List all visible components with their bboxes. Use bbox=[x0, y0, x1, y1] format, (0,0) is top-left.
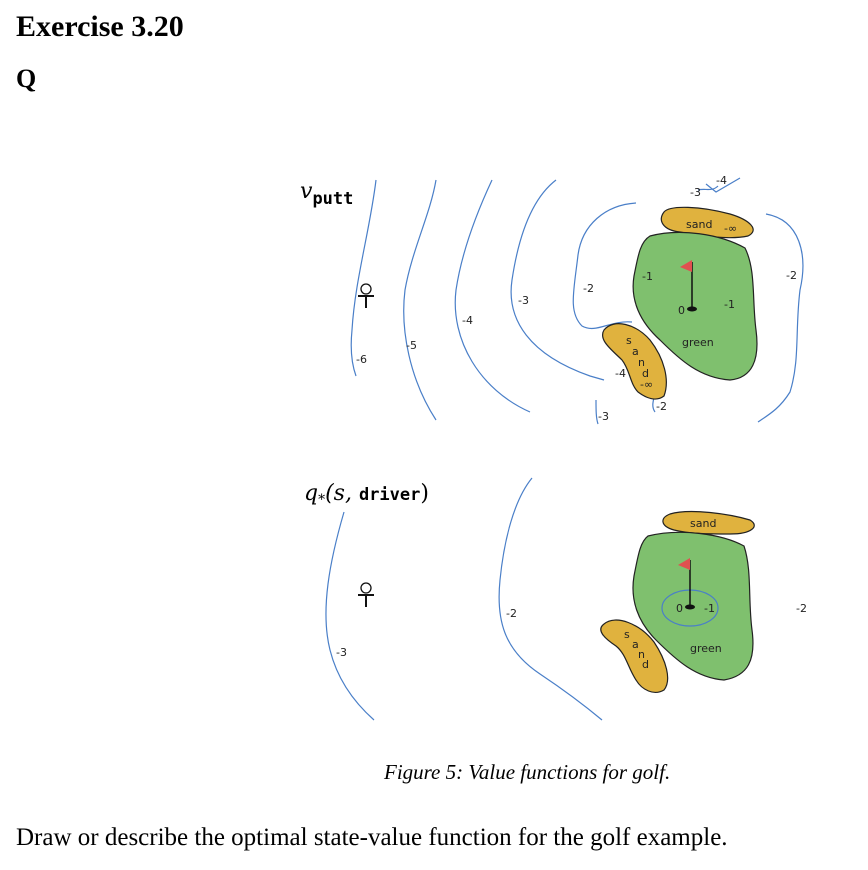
sand-trap-side bbox=[600, 619, 669, 693]
contour-line bbox=[403, 179, 437, 421]
golf-tee-icon bbox=[358, 283, 374, 308]
contour-value-label: -3 bbox=[518, 294, 529, 307]
sand-letter: n bbox=[638, 356, 645, 369]
contour-value-label: -1 bbox=[724, 298, 735, 311]
contour-value-label: -1 bbox=[704, 602, 715, 615]
contour-value-label: -4 bbox=[615, 367, 626, 380]
contour-line bbox=[350, 179, 377, 377]
contour-value-label: -1 bbox=[642, 270, 653, 283]
sand-letter: a bbox=[632, 638, 639, 651]
flag-icon bbox=[678, 558, 690, 570]
sand-letter: d bbox=[642, 658, 649, 671]
hole-icon bbox=[685, 604, 695, 610]
contour-line bbox=[705, 177, 741, 193]
contour-line bbox=[498, 477, 603, 721]
hole-icon bbox=[687, 306, 697, 312]
sand-label: sand bbox=[686, 218, 712, 231]
contour-value-label: -2 bbox=[506, 607, 517, 620]
contour-value-label: -2 bbox=[796, 602, 807, 615]
contour-line bbox=[510, 179, 605, 381]
figure-caption: Figure 5: Value functions for golf. bbox=[384, 760, 671, 784]
sand-letter: s bbox=[626, 334, 632, 347]
contour-line bbox=[325, 511, 375, 721]
golf-value-figure: vputt sand -∞ s a n d -∞ green 0 bbox=[300, 174, 807, 721]
contour-line bbox=[697, 185, 719, 191]
sand-trap-side bbox=[602, 323, 667, 400]
contour-value-label: -6 bbox=[356, 353, 367, 366]
sand-value-label: -∞ bbox=[724, 222, 737, 235]
putting-green bbox=[632, 231, 758, 381]
sand-letter: n bbox=[638, 648, 645, 661]
sand-letter: a bbox=[632, 345, 639, 358]
contour-value-label: -4 bbox=[462, 314, 473, 327]
question-label: Q bbox=[16, 64, 37, 93]
sand-label: sand bbox=[690, 517, 716, 530]
q-driver-title: q*(s, driver) bbox=[304, 481, 429, 508]
contour-value-label: -3 bbox=[598, 410, 609, 423]
q-driver-panel: q*(s, driver) sand s a n d green 0 -3 -2 bbox=[304, 477, 807, 721]
sand-trap-top bbox=[662, 510, 755, 535]
hole-value-label: 0 bbox=[678, 304, 685, 317]
contour-value-label: -2 bbox=[786, 269, 797, 282]
green-label: green bbox=[690, 642, 722, 655]
question-text: Draw or describe the optimal state-value… bbox=[16, 824, 728, 851]
contour-value-label: -2 bbox=[583, 282, 594, 295]
flag-icon bbox=[680, 260, 692, 272]
contour-value-label: -5 bbox=[406, 339, 417, 352]
sand-letter: d bbox=[642, 367, 649, 380]
contour-value-label: -2 bbox=[656, 400, 667, 413]
contour-line bbox=[595, 399, 599, 425]
contour-value-label: -3 bbox=[690, 186, 701, 199]
sand-letter: s bbox=[624, 628, 630, 641]
v-putt-title: vputt bbox=[300, 179, 353, 209]
green-label: green bbox=[682, 336, 714, 349]
hole-value-label: 0 bbox=[676, 602, 683, 615]
sand-trap-top bbox=[660, 206, 754, 239]
contour-value-label: -4 bbox=[716, 174, 727, 187]
v-putt-panel: vputt sand -∞ s a n d -∞ green 0 bbox=[300, 174, 804, 425]
contour-value-label: -3 bbox=[336, 646, 347, 659]
contour-line bbox=[454, 179, 531, 413]
sand-value-label: -∞ bbox=[640, 378, 653, 391]
contour-line bbox=[572, 202, 637, 330]
contour-line bbox=[757, 213, 804, 423]
golf-tee-icon bbox=[358, 582, 374, 607]
exercise-title: Exercise 3.20 bbox=[16, 10, 184, 43]
